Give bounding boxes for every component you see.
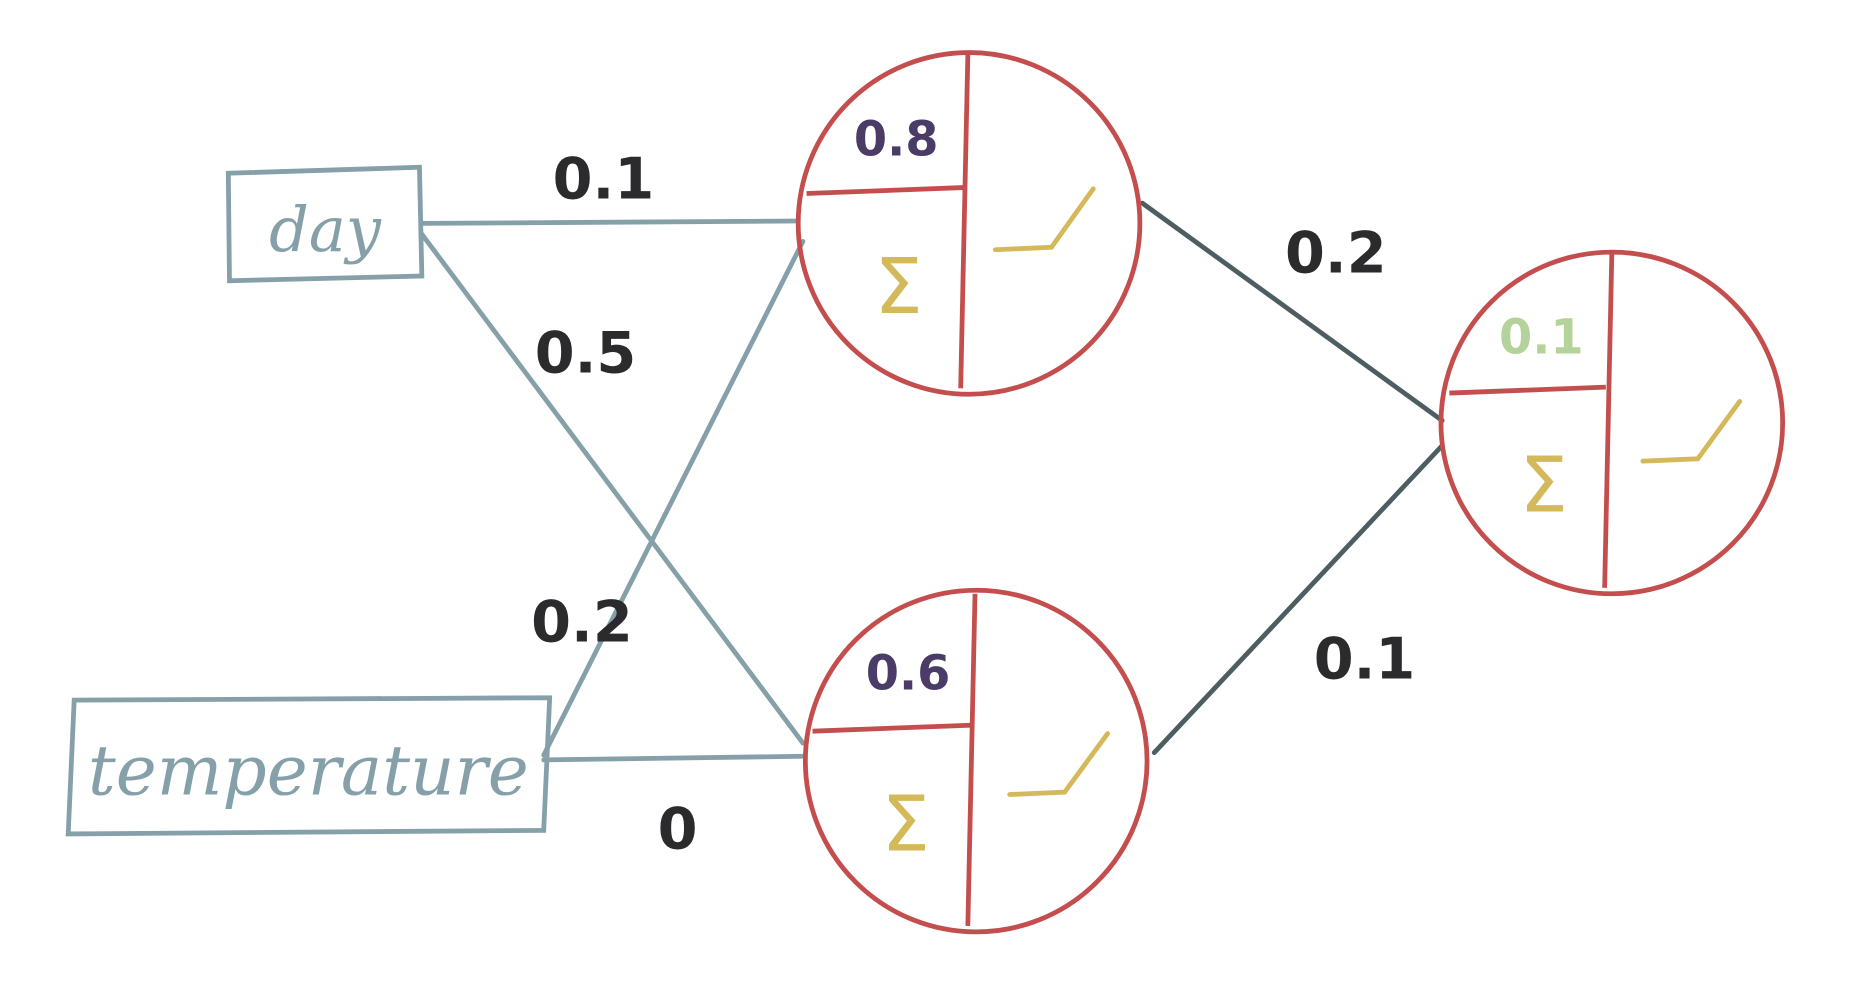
relu-icon <box>1007 731 1111 797</box>
hidden-neuron-1: 0.8 Σ <box>795 50 1143 397</box>
hidden-neuron-2: 0.6 Σ <box>802 587 1150 935</box>
edge-temp-h2 <box>541 753 806 763</box>
sum-icon: Σ <box>1520 441 1568 530</box>
bias-h2: 0.6 <box>866 646 951 701</box>
output-neuron: 0.1 Σ <box>1438 249 1786 597</box>
sum-icon: Σ <box>882 781 930 870</box>
weight-temp-h2: 0 <box>658 795 698 862</box>
bias-h1: 0.8 <box>854 112 939 167</box>
edge-temp-h1 <box>541 238 806 758</box>
weight-day-h2: 0.5 <box>535 320 637 387</box>
input-temperature-label: temperature <box>88 732 529 812</box>
weight-h1-out: 0.2 <box>1285 219 1387 286</box>
relu-icon <box>1640 399 1743 464</box>
edge-h2-out <box>1151 443 1445 756</box>
edge-day-h1 <box>419 218 801 226</box>
bias-out: 0.1 <box>1499 311 1584 366</box>
relu-icon <box>992 186 1096 253</box>
edge-h1-out <box>1139 200 1445 423</box>
weight-temp-h1: 0.2 <box>531 589 633 656</box>
weight-day-h1: 0.1 <box>553 145 655 212</box>
input-temperature: temperature <box>65 695 553 837</box>
input-day-label: day <box>269 193 382 266</box>
input-day: day <box>225 164 425 284</box>
weight-h2-out: 0.1 <box>1314 626 1416 693</box>
sum-icon: Σ <box>874 243 922 332</box>
edge-day-h2 <box>419 231 806 746</box>
